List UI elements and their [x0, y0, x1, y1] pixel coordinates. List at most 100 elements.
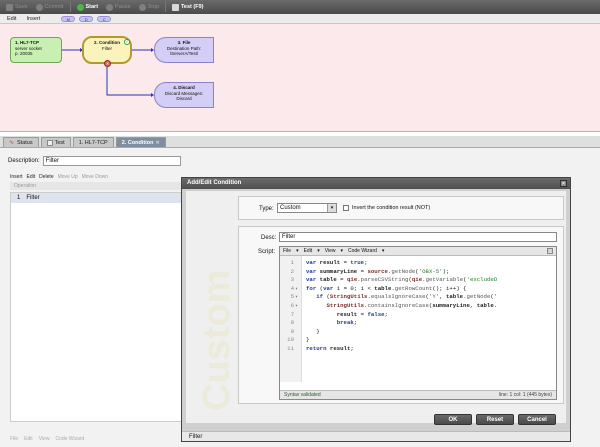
connector-arrowhead	[151, 48, 154, 52]
fold-toggle-icon[interactable]: ▾	[295, 294, 299, 301]
description-input[interactable]: Filter	[42, 156, 181, 166]
line-number: 5	[290, 293, 294, 301]
disk-icon	[6, 3, 13, 11]
condition-node[interactable]: 2. Condition Filter	[82, 36, 132, 64]
operations-list: 1 Filter	[10, 192, 190, 422]
edit-operation-button[interactable]: Edit	[26, 174, 36, 180]
discard-destination-node[interactable]: 4. Discard Discard Messages: Discard	[154, 82, 214, 108]
insert-operation-button[interactable]: Insert	[10, 174, 23, 180]
move-up-button[interactable]: Move Up	[57, 174, 78, 180]
code-line[interactable]: 5▾ if (StringUtils.equalsIgnoreCase('Y',…	[280, 293, 556, 301]
type-select[interactable]: Custom ▾	[277, 203, 337, 213]
node-detail: Destination Path:	[166, 45, 202, 51]
toolbar-divider	[164, 2, 166, 12]
source-node[interactable]: 1. HL7-TCP server socket p. 20035	[10, 37, 62, 63]
code-line[interactable]: 6▾ StringUtils.containsIgnoreCase(summar…	[280, 302, 556, 310]
edit-menu[interactable]: Edit	[24, 436, 33, 442]
line-number: 8	[290, 319, 294, 327]
close-icon[interactable]: ×	[560, 180, 567, 187]
line-number: 10	[287, 336, 294, 344]
syntax-status: Syntax validated	[284, 392, 321, 398]
operation-name: Filter	[26, 195, 40, 201]
test-button[interactable]: Test (F9)	[170, 3, 206, 11]
connector-arrowhead	[80, 48, 83, 52]
code-wizard-menu[interactable]: Code Wizard	[55, 436, 85, 442]
chevron-down-icon: ▾	[327, 204, 336, 212]
connector-condition-discard	[106, 67, 152, 96]
code-line[interactable]: 10}	[280, 336, 556, 344]
tab-status[interactable]: ∿Status	[3, 137, 39, 147]
node-detail: /ServerA/Test/	[169, 51, 199, 56]
fold-toggle-icon[interactable]: ▾	[295, 303, 299, 309]
invert-checkbox[interactable]	[343, 205, 349, 211]
route-insert-menu[interactable]: Insert	[26, 15, 41, 22]
view-menu[interactable]: View	[38, 436, 50, 442]
code-text: for (var i = 0; i < table.getRowCount();…	[306, 284, 467, 292]
chevron-down-icon: ▾	[340, 248, 343, 254]
file-menu[interactable]: File	[10, 436, 19, 442]
save-button[interactable]: Save	[4, 3, 30, 11]
pause-icon	[106, 3, 114, 11]
stop-button[interactable]: Stop	[137, 3, 161, 11]
route-edit-menu[interactable]: Edit	[7, 15, 17, 22]
code-line[interactable]: 7 result = false;	[280, 311, 556, 319]
code-line[interactable]: 8 break;	[280, 319, 556, 327]
line-number: 7	[290, 310, 294, 318]
node-title: 3. File	[177, 40, 191, 45]
tab-hl7-tcp[interactable]: 1. HL7-TCP	[72, 137, 114, 147]
reset-button[interactable]: Reset	[476, 414, 514, 425]
code-text: }	[306, 336, 310, 344]
line-number: 6	[290, 302, 294, 309]
pause-button[interactable]: Pause	[104, 3, 133, 11]
dialog-footer: Filter	[182, 431, 570, 441]
condition-false-x-icon[interactable]: ✕	[104, 60, 111, 67]
condition-true-check-icon[interactable]: ✓	[124, 39, 130, 45]
fold-toggle-icon[interactable]: ▾	[295, 285, 299, 292]
add-edit-condition-dialog: Add/Edit Condition × Custom Type: Custom…	[181, 177, 571, 442]
node-detail: Discard Messages:	[164, 90, 204, 96]
dialog-title: Add/Edit Condition	[187, 180, 242, 186]
script-label: Script:	[258, 249, 276, 255]
message-pill[interactable]: M	[61, 15, 76, 22]
list-item[interactable]: 1 Filter	[11, 193, 189, 203]
editor-options-icon[interactable]: □	[547, 248, 553, 254]
close-tab-icon[interactable]: ✕	[155, 139, 160, 146]
move-down-button[interactable]: Move Down	[81, 174, 109, 180]
dialog-title-bar[interactable]: Add/Edit Condition ×	[182, 178, 570, 189]
destination-pill[interactable]: D	[79, 15, 94, 22]
chevron-down-icon: ▾	[296, 248, 299, 254]
tab-test[interactable]: Test	[40, 137, 71, 147]
start-button[interactable]: Start	[75, 3, 101, 11]
cursor-position: line: 1 col: 1 (445 bytes)	[498, 392, 552, 398]
line-number: 3	[290, 276, 294, 284]
condition-pill[interactable]: C	[97, 15, 112, 22]
play-icon	[76, 3, 84, 11]
commit-button[interactable]: Commit	[34, 3, 66, 11]
tab-condition[interactable]: 2. Condition✕	[115, 137, 166, 147]
editor-view-menu[interactable]: View	[324, 248, 336, 254]
editor-code-wizard-menu[interactable]: Code Wizard	[347, 248, 377, 254]
toolbar-divider	[69, 2, 71, 12]
desc-input[interactable]: Filter	[279, 232, 557, 242]
cancel-button[interactable]: Cancel	[518, 414, 556, 425]
code-text: result = false;	[336, 310, 388, 318]
code-text: break;	[336, 319, 358, 327]
file-destination-node[interactable]: 3. File Destination Path: /ServerA/Test/	[154, 37, 214, 63]
ok-button[interactable]: OK	[434, 414, 472, 425]
operations-toolbar: Insert Edit Delete Move Up Move Down	[10, 173, 190, 181]
node-detail: Discard	[176, 96, 192, 101]
line-number: 9	[290, 327, 294, 335]
editor-edit-menu[interactable]: Edit	[303, 248, 313, 254]
code-line[interactable]: 4▾for (var i = 0; i < table.getRowCount(…	[280, 285, 556, 293]
editor-menubar: File▾ Edit▾ View▾ Code Wizard▾ □	[280, 247, 556, 256]
code-line[interactable]: 9 }	[280, 328, 556, 336]
chevron-down-icon: ▾	[381, 248, 385, 254]
delete-operation-button[interactable]: Delete	[39, 174, 54, 180]
editor-file-menu[interactable]: File	[283, 248, 292, 254]
dialog-body: Custom Type: Custom ▾ Invert the conditi…	[186, 191, 566, 423]
